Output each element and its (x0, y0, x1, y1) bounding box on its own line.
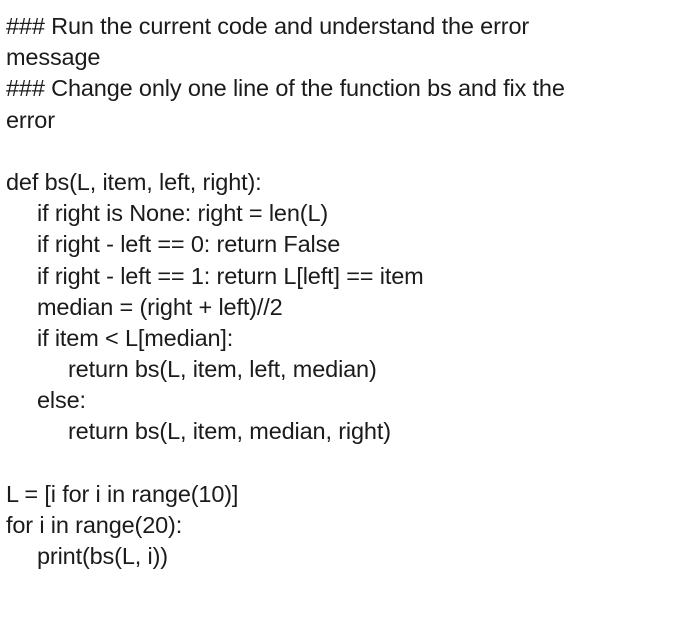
code-line: error (6, 106, 55, 133)
code-line: ### Change only one line of the function… (6, 75, 565, 102)
code-line: if item < L[median]: (37, 324, 234, 351)
code-line: for i in range(20): (6, 512, 183, 538)
code-line: return bs(L, item, left, median) (68, 356, 377, 383)
code-line: if right - left == 0: return False (37, 231, 341, 258)
code-line: return bs(L, item, median, right) (68, 418, 391, 445)
code-line: ### Run the current code and understand … (6, 13, 530, 39)
code-line: message (6, 44, 101, 71)
code-line: median = (right + left)//2 (37, 293, 283, 320)
code-line: L = [i for i in range(10)] (6, 480, 239, 507)
code-lines-container: ### Run the current code and understand … (0, 13, 700, 570)
code-line: def bs(L, item, left, right): (6, 168, 262, 195)
code-line: print(bs(L, i)) (37, 543, 168, 570)
code-line: else: (37, 387, 86, 414)
code-line-blank (0, 448, 700, 479)
code-line-blank (0, 136, 700, 167)
code-line: if right is None: right = len(L) (37, 200, 329, 227)
code-line: if right - left == 1: return L[left] == … (37, 262, 424, 289)
